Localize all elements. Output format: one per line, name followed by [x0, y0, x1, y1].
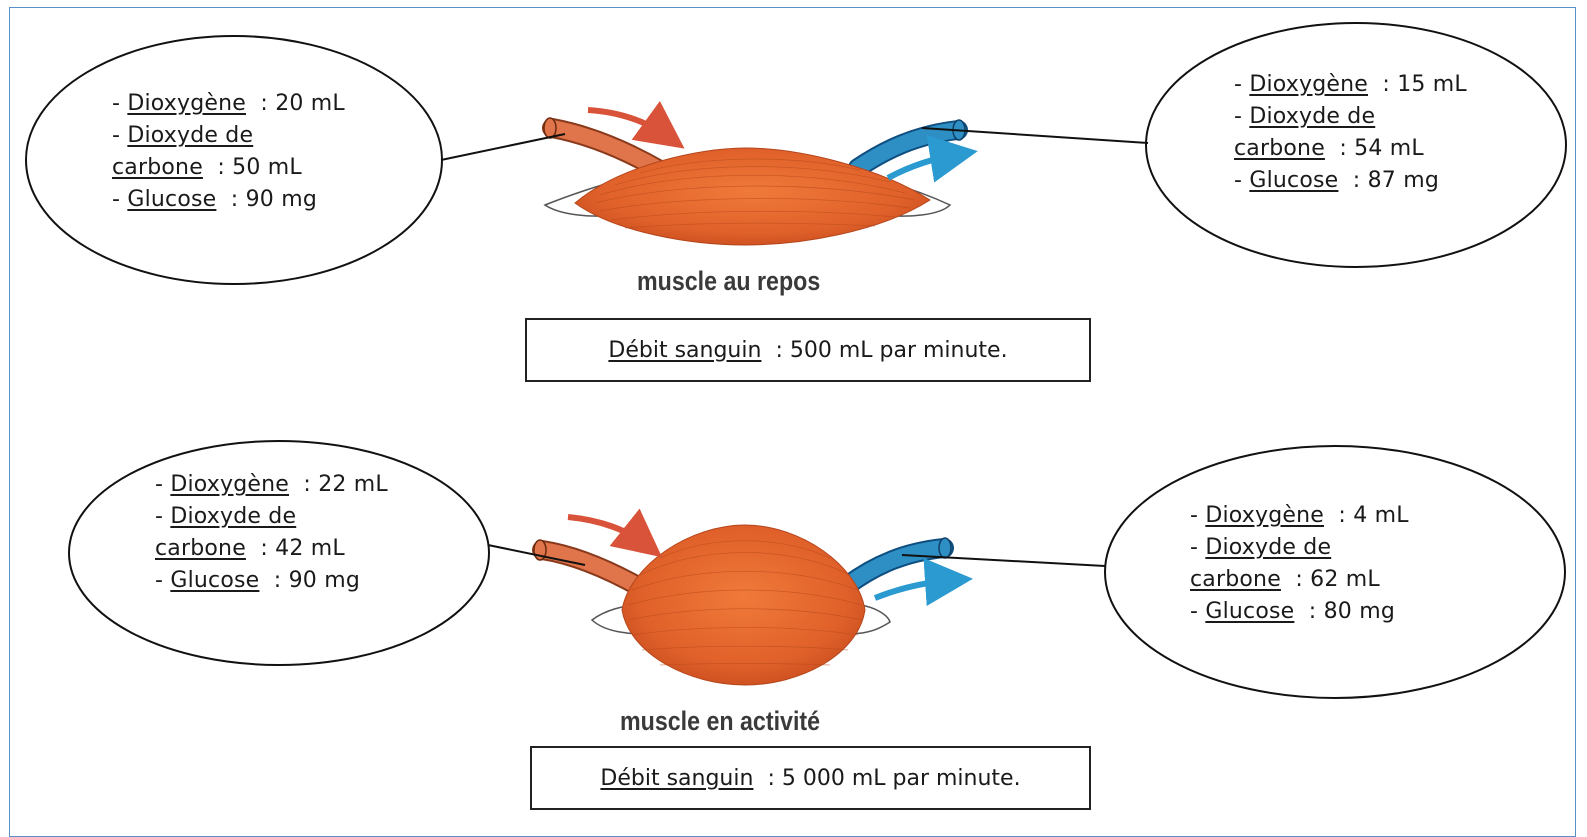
o2-label: Dioxygène	[1205, 503, 1324, 528]
arrow-blood-out-active	[875, 580, 955, 598]
co2-value: : 54 mL	[1339, 136, 1423, 161]
glucose-label: Glucose	[127, 187, 216, 212]
artery-active	[534, 540, 645, 590]
active-inflow-text: - Dioxygène : 22 mL - Dioxyde de carbone…	[155, 469, 388, 597]
co2-value: : 42 mL	[260, 536, 344, 561]
co2-label: Dioxyde de	[1205, 535, 1331, 560]
rest-inflow-text: - Dioxygène : 20 mL - Dioxyde de carbone…	[112, 88, 345, 216]
blood-flow-rest-box: Débit sanguin : 500 mL par minute.	[525, 318, 1091, 382]
leader-active-outflow	[902, 555, 1105, 566]
o2-value: : 4 mL	[1338, 503, 1408, 528]
arrow-blood-in-active	[568, 517, 648, 546]
co2-label-b: carbone	[1234, 136, 1325, 161]
o2-label: Dioxygène	[1249, 72, 1368, 97]
glucose-label: Glucose	[170, 568, 259, 593]
glucose-value: : 80 mg	[1309, 599, 1395, 624]
vein-rest	[858, 120, 965, 168]
co2-label: Dioxyde de	[1249, 104, 1375, 129]
blood-flow-label: Débit sanguin	[600, 766, 753, 791]
blood-flow-value: : 500 mL par minute.	[775, 338, 1007, 363]
blood-flow-label: Débit sanguin	[608, 338, 761, 363]
glucose-value: : 90 mg	[231, 187, 317, 212]
muscle-rest-title: muscle au repos	[637, 266, 820, 297]
glucose-label: Glucose	[1205, 599, 1294, 624]
o2-value: : 22 mL	[303, 472, 387, 497]
o2-value: : 15 mL	[1382, 72, 1466, 97]
co2-label: Dioxyde de	[127, 123, 253, 148]
muscle-rest	[544, 110, 965, 245]
leader-rest-inflow	[441, 134, 565, 160]
rest-outflow-text: - Dioxygène : 15 mL - Dioxyde de carbone…	[1234, 69, 1467, 197]
muscle-active-title: muscle en activité	[620, 706, 820, 737]
blood-flow-active-box: Débit sanguin : 5 000 mL par minute.	[530, 746, 1091, 810]
glucose-value: : 90 mg	[274, 568, 360, 593]
co2-label: Dioxyde de	[170, 504, 296, 529]
co2-label-b: carbone	[155, 536, 246, 561]
vein-active	[848, 538, 951, 585]
glucose-value: : 87 mg	[1353, 168, 1439, 193]
co2-label-b: carbone	[112, 155, 203, 180]
muscle-active	[534, 517, 955, 685]
co2-label-b: carbone	[1190, 567, 1281, 592]
co2-value: : 62 mL	[1295, 567, 1379, 592]
active-outflow-text: - Dioxygène : 4 mL - Dioxyde de carbone …	[1190, 500, 1409, 628]
o2-label: Dioxygène	[127, 91, 246, 116]
o2-label: Dioxygène	[170, 472, 289, 497]
glucose-label: Glucose	[1249, 168, 1338, 193]
co2-value: : 50 mL	[217, 155, 301, 180]
o2-value: : 20 mL	[260, 91, 344, 116]
artery-rest	[544, 118, 660, 170]
blood-flow-value: : 5 000 mL par minute.	[767, 766, 1020, 791]
arrow-blood-out-rest	[888, 154, 960, 178]
